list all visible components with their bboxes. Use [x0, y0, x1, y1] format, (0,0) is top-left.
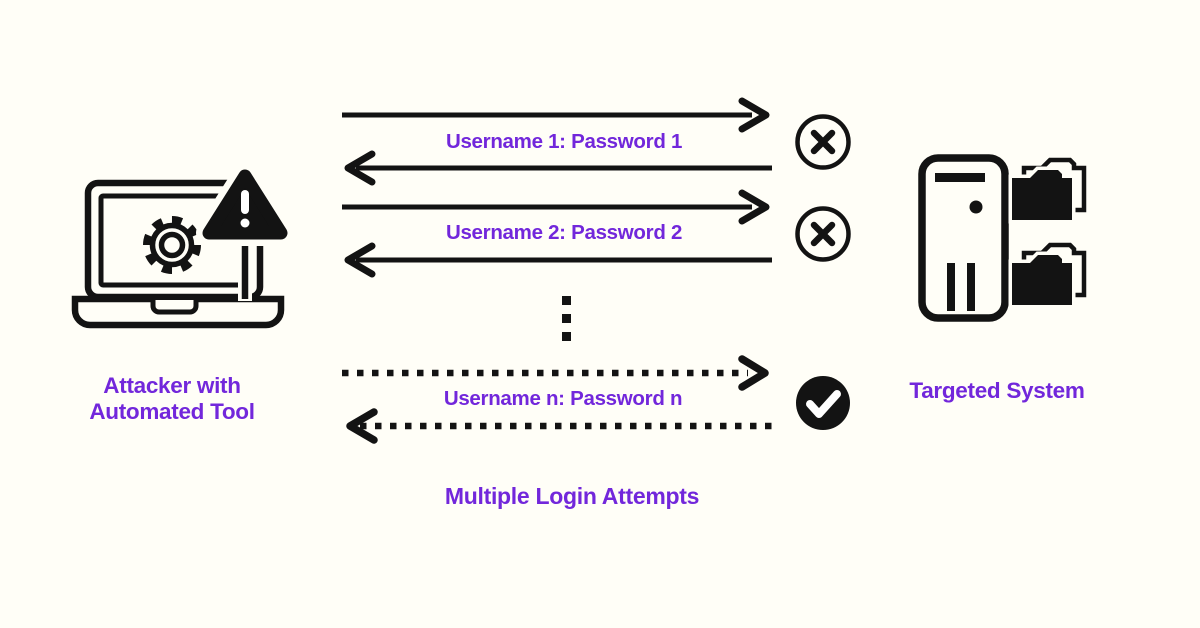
- target-label: Targeted System: [909, 378, 1085, 404]
- attempt-n-request-arrow: [342, 355, 769, 391]
- attempt-2-response-arrow: [344, 242, 772, 278]
- attacker-label: Attacker with Automated Tool: [89, 373, 255, 425]
- attempt-n-response-arrow: [346, 408, 772, 444]
- warning-triangle-icon: [196, 163, 294, 246]
- attempt-1-response-arrow: [344, 150, 772, 186]
- x-circle-icon: [795, 206, 851, 262]
- attacker-label-line1: Attacker with: [103, 373, 241, 399]
- check-circle-icon: [796, 376, 850, 430]
- attempt-2-label: Username 2: Password 2: [445, 221, 683, 245]
- vertical-ellipsis-icon: [562, 296, 571, 341]
- attempt-1-request-arrow: [342, 97, 770, 133]
- diagram-caption: Multiple Login Attempts: [444, 482, 700, 509]
- x-circle-icon: [795, 114, 851, 170]
- folder-icon: [1008, 242, 1087, 309]
- folder-icon: [1008, 157, 1087, 224]
- attempt-2-request-arrow: [342, 189, 770, 225]
- attempt-1-label: Username 1: Password 1: [445, 130, 683, 154]
- laptop-gear-warning-icon: [71, 163, 294, 329]
- gear-icon: [143, 216, 201, 274]
- attempt-n-label: Username n: Password n: [443, 387, 683, 411]
- server-tower-icon: [918, 154, 1009, 322]
- attacker-label-line2: Automated Tool: [89, 399, 255, 424]
